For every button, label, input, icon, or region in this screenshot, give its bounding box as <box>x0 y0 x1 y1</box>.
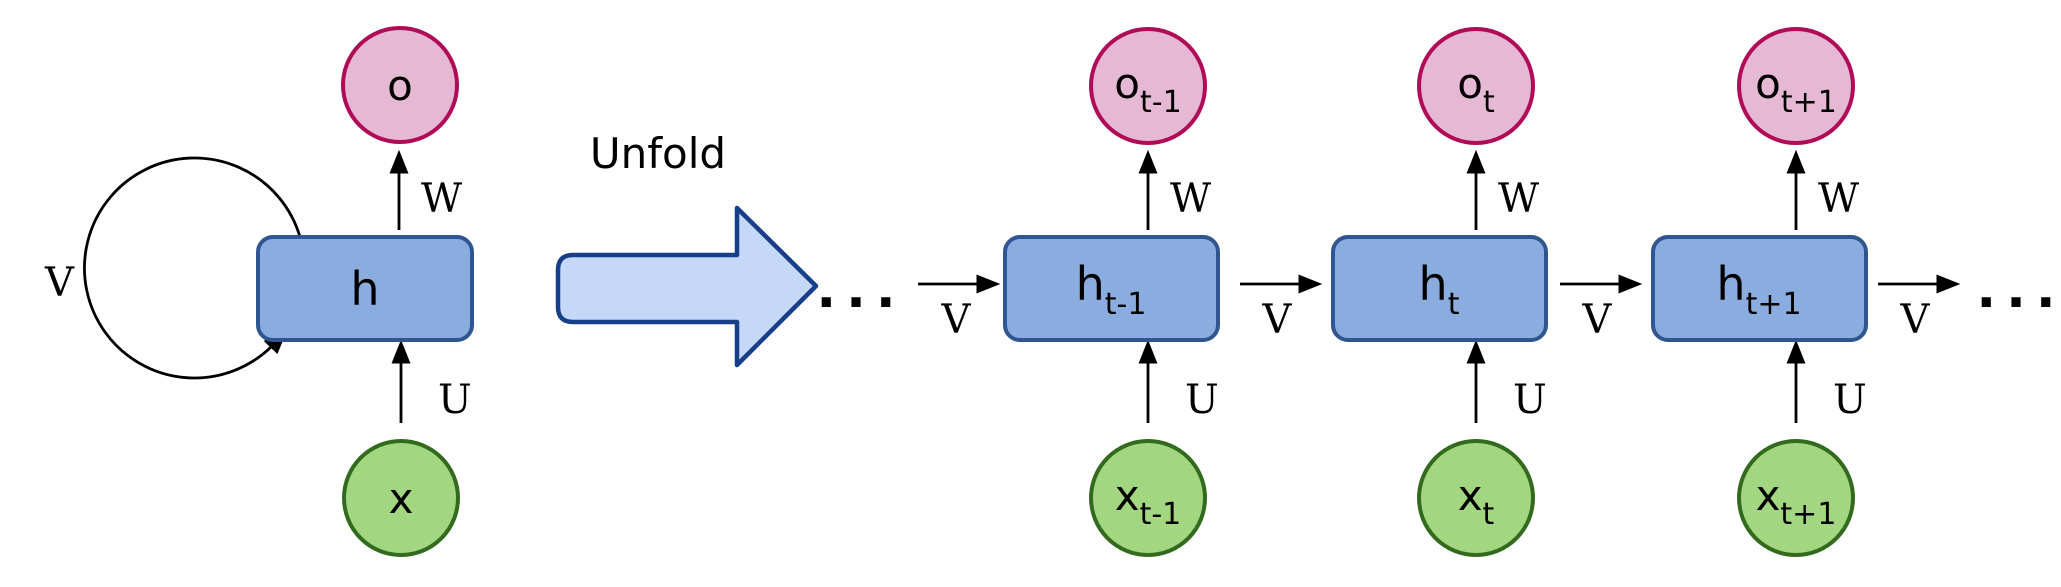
u-label: U <box>438 377 472 423</box>
unfold-indicator: Unfold <box>555 129 819 368</box>
input-node-label: x <box>389 474 414 523</box>
input-node <box>342 439 460 557</box>
input-node-label: xt+1 <box>1756 471 1837 532</box>
v-label-0: V <box>941 297 972 343</box>
folded-rnn: V W U o h x <box>44 26 474 557</box>
v-label-3: V <box>1900 297 1931 343</box>
ellipsis-right: ... <box>1976 260 2061 320</box>
output-node-label: ot-1 <box>1114 59 1181 120</box>
w-label: W <box>421 176 462 222</box>
w-label: W <box>1498 176 1539 222</box>
hidden-node <box>256 235 474 342</box>
recurrent-loop-arrow <box>83 156 302 380</box>
v-label-2: V <box>1582 297 1613 343</box>
w-label: W <box>1818 176 1859 222</box>
output-node <box>1417 27 1535 145</box>
ellipsis-left: ... <box>816 260 905 320</box>
hidden-node-label: ht+1 <box>1716 257 1801 322</box>
u-label: U <box>1185 377 1219 423</box>
recurrent-weight-label: V <box>44 260 75 306</box>
unfold-arrow-icon <box>555 205 819 368</box>
hidden-node-label: ht-1 <box>1076 257 1147 322</box>
hidden-node <box>1003 235 1220 342</box>
unit-t-plus-1: W U ot+1 ht+1 xt+1 <box>1651 27 1868 557</box>
v-label-1: V <box>1262 297 1293 343</box>
output-node-label: ot+1 <box>1755 59 1837 120</box>
input-node <box>1417 439 1535 557</box>
input-node <box>1737 439 1855 557</box>
output-node-label: o <box>387 61 413 110</box>
output-node <box>341 26 459 144</box>
output-node-label: ot <box>1457 59 1495 120</box>
u-label: U <box>1513 377 1547 423</box>
w-label: W <box>1170 176 1211 222</box>
hidden-node-label: ht <box>1419 257 1460 322</box>
u-label: U <box>1833 377 1867 423</box>
hidden-node <box>1331 235 1548 342</box>
hidden-node-label: h <box>350 262 379 316</box>
hidden-node <box>1651 235 1868 342</box>
unit-t-minus-1: W U ot-1 ht-1 xt-1 <box>1003 27 1220 557</box>
input-node <box>1089 439 1207 557</box>
output-node <box>1089 27 1207 145</box>
unfold-label: Unfold <box>590 129 726 178</box>
input-node-label: xt <box>1458 471 1495 532</box>
output-node <box>1737 27 1855 145</box>
unit-t: W U ot ht xt <box>1331 27 1548 557</box>
input-node-label: xt-1 <box>1115 471 1182 532</box>
recurrent-connections: V V V V <box>918 274 1961 343</box>
